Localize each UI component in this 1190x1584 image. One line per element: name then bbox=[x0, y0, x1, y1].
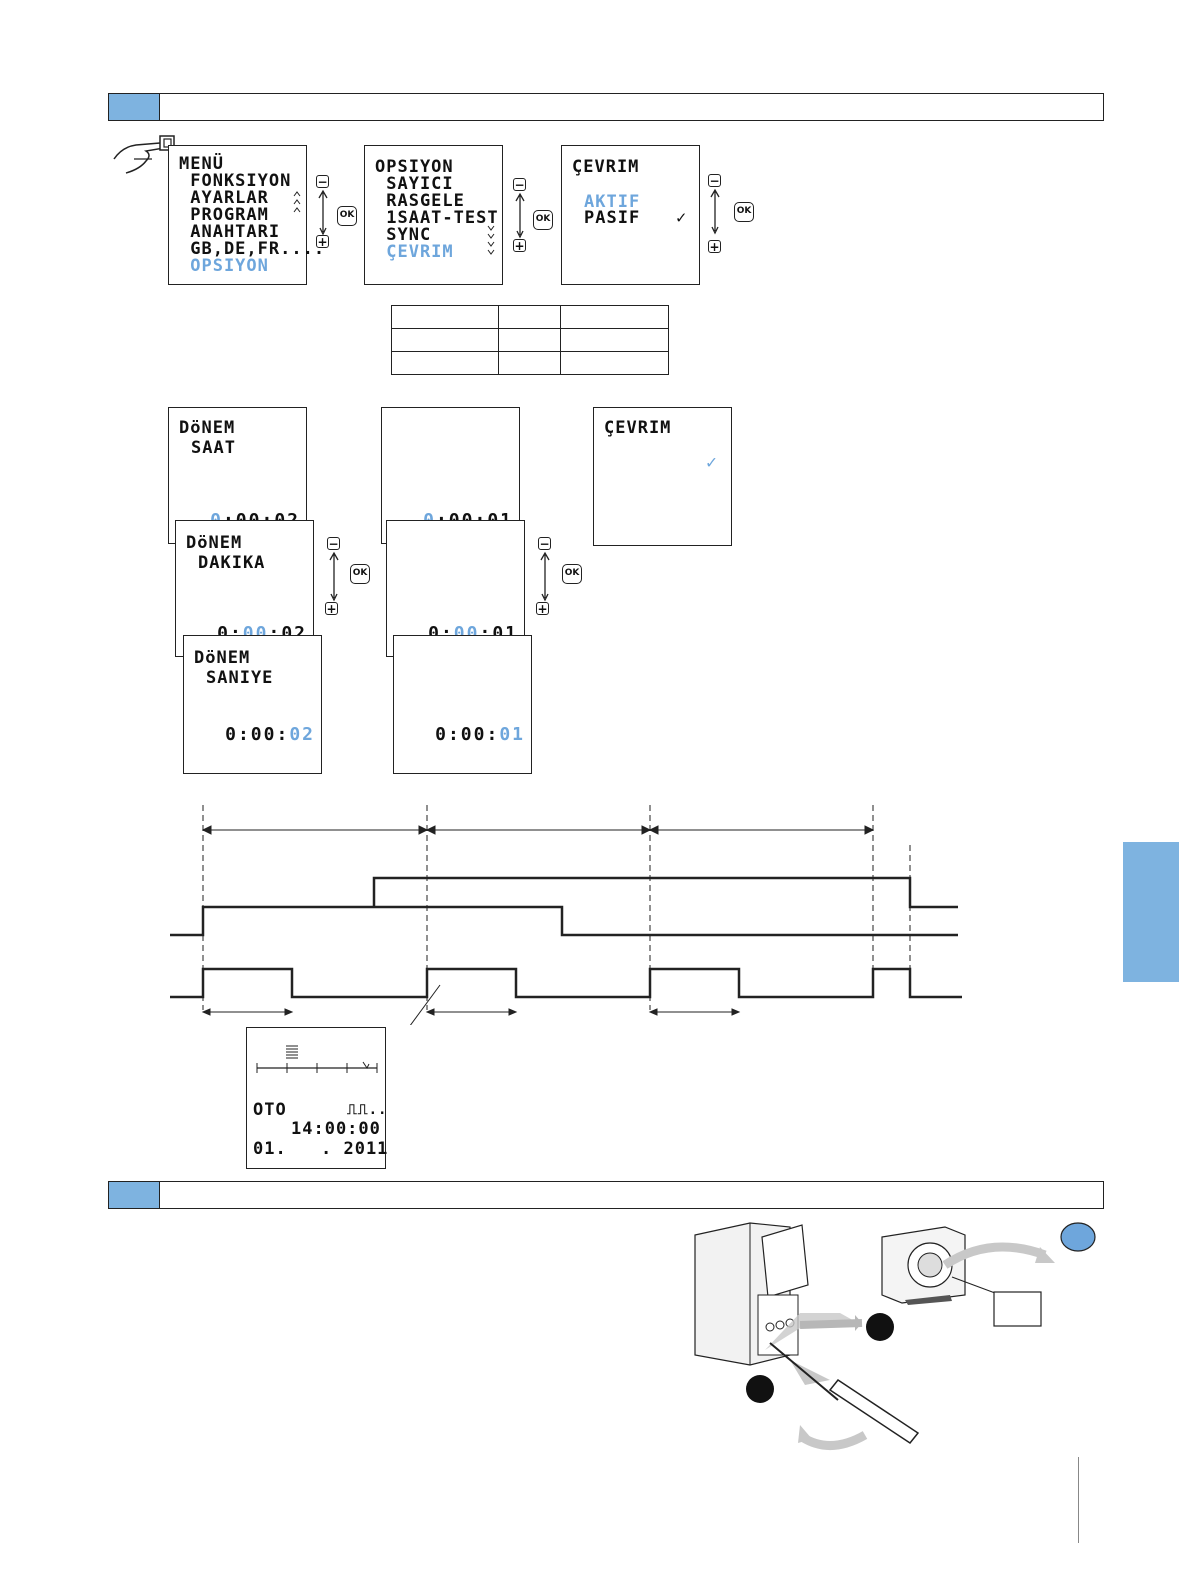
status-screen: OTO ⎍⎍.. 14:00:00 01. . 2011 bbox=[246, 1027, 389, 1169]
date-year: . 2011 bbox=[321, 1139, 389, 1159]
period-unit-hour: SAAT bbox=[191, 438, 236, 458]
plus-button[interactable]: + bbox=[536, 602, 549, 616]
up-down-arrow-icon bbox=[329, 551, 339, 602]
menu-item-function[interactable]: FONKSIYON bbox=[179, 171, 292, 191]
cycle-timing-diagram bbox=[170, 805, 962, 1025]
up-down-arrow-icon bbox=[515, 192, 525, 239]
cycle-option-active[interactable]: AKTIF bbox=[584, 192, 641, 212]
table-row bbox=[391, 328, 669, 352]
option-item-sync[interactable]: SYNC bbox=[375, 225, 432, 245]
device-battery-replacement-illustration bbox=[694, 1222, 1096, 1450]
signal-input bbox=[170, 905, 958, 937]
second-digits[interactable]: 02 bbox=[289, 724, 315, 745]
menu-item-switch[interactable]: ANAHTARI bbox=[179, 222, 281, 242]
step-marker-2 bbox=[866, 1313, 894, 1341]
clock-time: 14:00:00 bbox=[291, 1119, 381, 1139]
period-second-screen-b: 0:00:01 bbox=[393, 635, 532, 774]
option-item-cycle[interactable]: ÇEVRIM bbox=[375, 242, 454, 262]
checkmark-icon: ✓ bbox=[706, 452, 718, 473]
plus-button[interactable]: + bbox=[513, 239, 526, 253]
period-unit-minute: DAKIKA bbox=[198, 553, 266, 573]
battery-icon bbox=[1060, 1222, 1096, 1252]
option-item-counter[interactable]: SAYICI bbox=[375, 174, 454, 194]
mode-label: OTO bbox=[253, 1100, 287, 1120]
plus-button[interactable]: + bbox=[708, 240, 721, 254]
period-second-value: 0:00:02 bbox=[225, 724, 315, 745]
up-down-arrow-icon bbox=[540, 551, 550, 602]
table-row bbox=[391, 305, 669, 329]
checkmark-icon: ✓ bbox=[676, 208, 688, 228]
cycle-screen: ÇEVRIM AKTIF PASIF ✓ bbox=[561, 145, 700, 285]
menu-title: MENÜ bbox=[179, 154, 224, 174]
settings-table bbox=[391, 305, 669, 375]
up-down-arrow-icon bbox=[318, 189, 328, 236]
table-row bbox=[391, 351, 669, 375]
second-digits[interactable]: 01 bbox=[499, 724, 525, 745]
ok-button[interactable]: OK bbox=[533, 210, 553, 230]
pulse-icon: ⎍⎍.. bbox=[347, 1102, 388, 1118]
plus-button[interactable]: + bbox=[325, 602, 338, 616]
pre-digits: 0:00: bbox=[435, 724, 500, 745]
menu-item-language[interactable]: GB,DE,FR.... bbox=[179, 239, 326, 259]
cycle-option-passive[interactable]: PASIF bbox=[584, 208, 641, 228]
period-unit-second: SANIYE bbox=[206, 668, 274, 688]
option-item-1h-test[interactable]: 1SAAT-TEST bbox=[375, 208, 499, 228]
option-title: OPSIYON bbox=[375, 157, 454, 177]
scroll-up-icon bbox=[293, 191, 301, 213]
signal-enable bbox=[372, 876, 958, 909]
up-down-arrow-icon bbox=[710, 188, 720, 235]
hand-pointer-icon bbox=[113, 135, 175, 174]
section-header-bar-2 bbox=[108, 1181, 1104, 1209]
step-marker-1 bbox=[746, 1375, 774, 1403]
ok-button[interactable]: OK bbox=[350, 564, 370, 584]
section-header-bar-1 bbox=[108, 93, 1104, 121]
menu-screen: MENÜ FONKSIYON AYARLAR PROGRAM ANAHTARI … bbox=[168, 145, 324, 285]
period-title: DöNEM bbox=[179, 418, 236, 438]
minus-button[interactable]: − bbox=[316, 175, 329, 189]
option-screen: OPSIYON SAYICI RASGELE 1SAAT-TEST SYNC Ç… bbox=[364, 145, 503, 285]
signal-output bbox=[170, 967, 962, 999]
ok-button[interactable]: OK bbox=[734, 202, 754, 222]
timeline-bar-icon bbox=[256, 1045, 378, 1073]
pre-digits: 0:00: bbox=[225, 724, 290, 745]
menu-item-settings[interactable]: AYARLAR bbox=[179, 188, 269, 208]
section-tab-2 bbox=[109, 1182, 160, 1208]
cycle-confirm-screen: ÇEVRIM ✓ bbox=[593, 407, 732, 546]
minus-button[interactable]: − bbox=[327, 537, 340, 551]
section-tab-1 bbox=[109, 94, 160, 120]
period-title: DöNEM bbox=[186, 533, 243, 553]
menu-item-option[interactable]: OPSIYON bbox=[179, 256, 269, 276]
cycle-title: ÇEVRIM bbox=[572, 157, 640, 177]
minus-button[interactable]: − bbox=[538, 537, 551, 551]
footer-divider bbox=[1078, 1457, 1079, 1543]
callout-line bbox=[409, 984, 441, 1025]
date-day: 01. bbox=[253, 1139, 287, 1159]
cycle-title: ÇEVRIM bbox=[604, 418, 672, 438]
plus-button[interactable]: + bbox=[316, 235, 329, 249]
option-item-random[interactable]: RASGELE bbox=[375, 191, 465, 211]
side-chapter-tab bbox=[1123, 842, 1179, 982]
minus-button[interactable]: − bbox=[513, 178, 526, 192]
label-box bbox=[993, 1291, 1042, 1327]
scroll-down-icon bbox=[487, 225, 495, 255]
period-second-screen-a: DöNEM SANIYE 0:00:02 bbox=[183, 635, 322, 774]
minus-button[interactable]: − bbox=[708, 174, 721, 188]
ok-button[interactable]: OK bbox=[562, 564, 582, 584]
period-second-value: 0:00:01 bbox=[435, 724, 525, 745]
period-title: DöNEM bbox=[194, 648, 251, 668]
menu-item-program[interactable]: PROGRAM bbox=[179, 205, 269, 225]
ok-button[interactable]: OK bbox=[337, 206, 357, 226]
